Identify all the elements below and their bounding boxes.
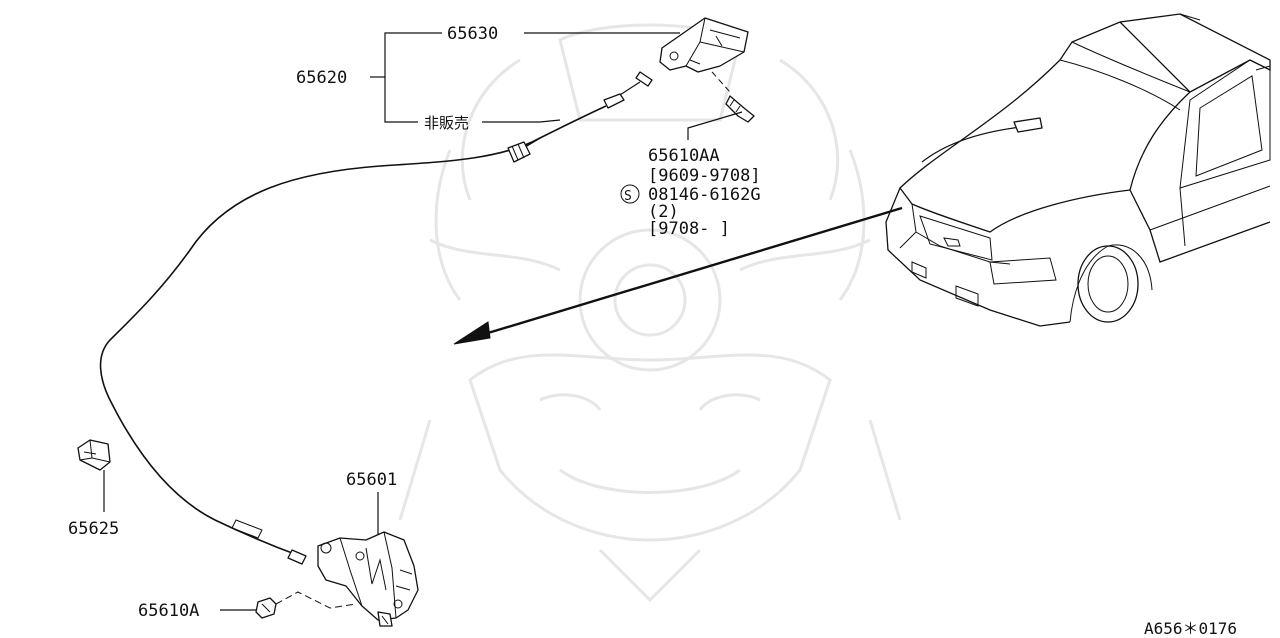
cable-end-lower: [231, 519, 307, 565]
label-not-sold: 非販売: [424, 114, 469, 132]
cable-end-upper: [603, 71, 653, 109]
callout-not-sold: 非販売: [424, 114, 561, 132]
figure-code: A656＊0176: [1144, 619, 1237, 638]
label-screw-date: [9708- ]: [648, 219, 730, 239]
car-illustration: [885, 13, 1271, 327]
label-screw-qty: (2): [648, 202, 679, 222]
watermark-emblem: [398, 23, 902, 603]
label-65601: 65601: [346, 470, 397, 490]
cable-grommet: [507, 141, 531, 163]
label-65610A: 65610A: [138, 601, 199, 621]
label-65610AA: 65610AA: [648, 146, 720, 166]
location-arrow: [453, 206, 903, 345]
label-65625: 65625: [68, 519, 119, 539]
label-screw-part: 08146-6162G: [648, 185, 761, 205]
clip-65625: 65625: [68, 439, 119, 539]
label-65620: 65620: [296, 68, 347, 88]
callout-65620: 65620: [296, 32, 442, 123]
release-lever-bracket: [659, 17, 749, 73]
bolt-65610AA: 65610AA [9609-9708] S 08146-6162G (2) [9…: [620, 71, 761, 239]
hood-lock-65601: 65601: [317, 470, 419, 627]
bolt-65610A: 65610A: [138, 591, 357, 621]
label-65610AA-date: [9609-9708]: [648, 166, 761, 186]
s-symbol: S: [624, 189, 632, 204]
s-symbol-circle: [620, 184, 640, 204]
callout-65630: 65630: [447, 24, 680, 44]
label-65630: 65630: [447, 24, 498, 44]
release-cable: [99, 105, 607, 557]
